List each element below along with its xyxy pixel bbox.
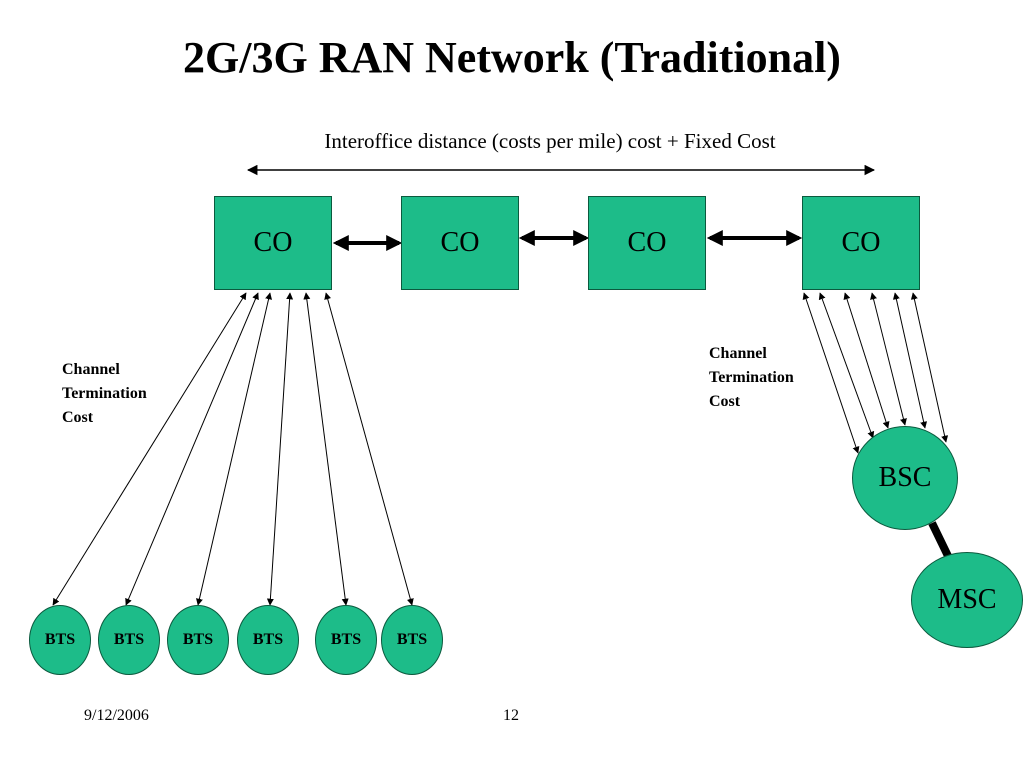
footer-date: 9/12/2006 [84,707,149,724]
channel-termination-note-left: Channel Termination Cost [62,358,147,430]
bts-link-4 [266,292,294,606]
central-office-1: CO [214,196,332,290]
bts-node-6: BTS [381,605,443,675]
bsc-link-4 [870,292,907,426]
bts-link-5 [303,292,349,606]
note-line: Channel [709,345,767,362]
bsc-link-5 [892,292,928,429]
bsc-msc-link [928,521,952,558]
bts-link-2 [125,292,259,606]
bsc-node: BSC [852,426,958,530]
note-line: Cost [62,409,94,426]
bsc-link-6 [910,292,949,443]
central-office-4: CO [802,196,920,290]
note-line: Termination [62,385,147,402]
note-line: Termination [709,369,794,386]
footer-page-number: 12 [503,707,519,724]
bts-link-3 [196,292,272,606]
bts-node-5: BTS [315,605,377,675]
central-office-2: CO [401,196,519,290]
bts-node-2: BTS [98,605,160,675]
slide-title: 2G/3G RAN Network (Traditional) [183,33,841,82]
bsc-link-1 [802,292,860,454]
bts-node-3: BTS [167,605,229,675]
note-line: Channel [62,361,120,378]
bts-link-6 [324,292,414,606]
central-office-3: CO [588,196,706,290]
bts-node-1: BTS [29,605,91,675]
bts-link-1 [52,292,247,606]
bsc-link-3 [843,292,890,429]
note-line: Cost [709,393,741,410]
msc-node: MSC [911,552,1023,648]
interoffice-cost-label: Interoffice distance (costs per mile) co… [324,129,776,153]
channel-termination-note-right: Channel Termination Cost [709,342,794,414]
bts-node-4: BTS [237,605,299,675]
